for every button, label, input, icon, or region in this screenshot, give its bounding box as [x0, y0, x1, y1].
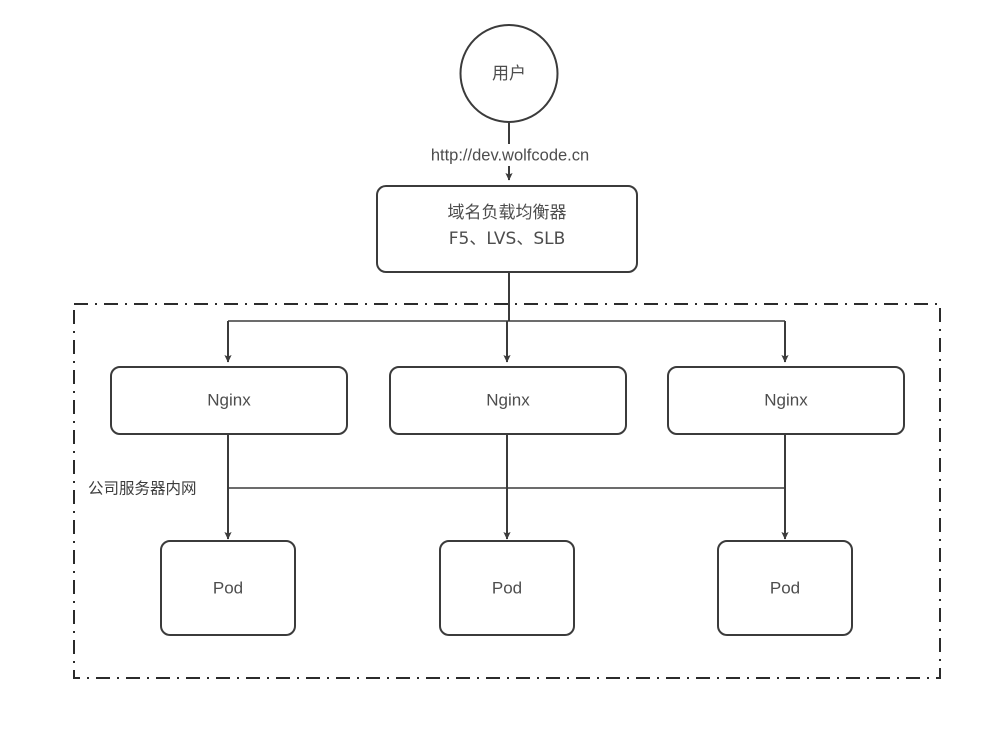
zone-label-backdrop [84, 478, 216, 500]
node-nginx-3-label: Nginx [764, 390, 808, 409]
edge-label-backdrop [404, 144, 616, 166]
node-pod-1-label: Pod [213, 578, 243, 597]
node-nginx-2-label: Nginx [486, 390, 530, 409]
node-pod-1[interactable] [160, 540, 296, 636]
zone-label-company-intranet: 公司服务器内网 [88, 480, 197, 498]
node-load-balancer-line2: F5、LVS、SLB [449, 229, 566, 249]
node-nginx-3[interactable] [667, 366, 905, 435]
zone-company-intranet [73, 303, 941, 679]
node-load-balancer-line1: 域名负载均衡器 [448, 203, 567, 223]
node-pod-3[interactable] [717, 540, 853, 636]
node-user[interactable] [459, 24, 559, 123]
node-pod-2-label: Pod [492, 578, 522, 597]
node-pod-2[interactable] [439, 540, 575, 636]
node-nginx-1[interactable] [110, 366, 348, 435]
node-nginx-1-label: Nginx [207, 390, 251, 409]
node-nginx-2[interactable] [389, 366, 627, 435]
edge-label-url: http://dev.wolfcode.cn [431, 146, 589, 164]
node-load-balancer[interactable] [376, 185, 638, 273]
node-user-label: 用户 [492, 64, 526, 84]
node-pod-3-label: Pod [770, 578, 800, 597]
